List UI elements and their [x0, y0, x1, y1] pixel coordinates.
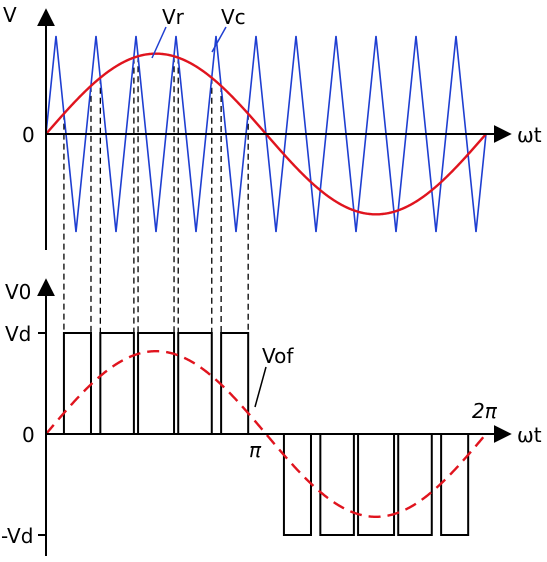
positive-pulse [137, 332, 176, 435]
negative-pulse [319, 433, 355, 536]
v-axis-label: V [3, 3, 17, 27]
neg-vd-label: -Vd [1, 524, 33, 548]
vr-leader [151, 26, 167, 59]
positive-pulse [220, 332, 250, 435]
zero-top-label: 0 [22, 123, 35, 147]
vc-leader [211, 26, 227, 53]
negative-pulse [282, 433, 312, 536]
wt-top-label: ωt [517, 123, 542, 147]
positive-pulse [99, 332, 135, 435]
positive-pulse [62, 332, 92, 435]
vc-label: Vc [221, 5, 246, 29]
zero-bottom-label: 0 [22, 423, 35, 447]
fundamental-sine [45, 349, 487, 519]
positive-pulse [177, 332, 213, 435]
vof-leader [254, 366, 267, 408]
fundamental-wave [45, 349, 487, 519]
projection-dashes [63, 56, 249, 333]
vd-label: Vd [5, 322, 31, 346]
vof-label: Vof [262, 344, 294, 368]
vr-label: Vr [162, 5, 185, 29]
negative-pulse [397, 433, 433, 536]
v0-axis-label: V0 [5, 280, 31, 304]
pi-label: π [249, 438, 262, 462]
negative-pulse [357, 433, 396, 536]
wt-bottom-label: ωt [517, 423, 542, 447]
two-pi-label: 2π [472, 399, 498, 423]
negative-pulse [440, 433, 470, 536]
